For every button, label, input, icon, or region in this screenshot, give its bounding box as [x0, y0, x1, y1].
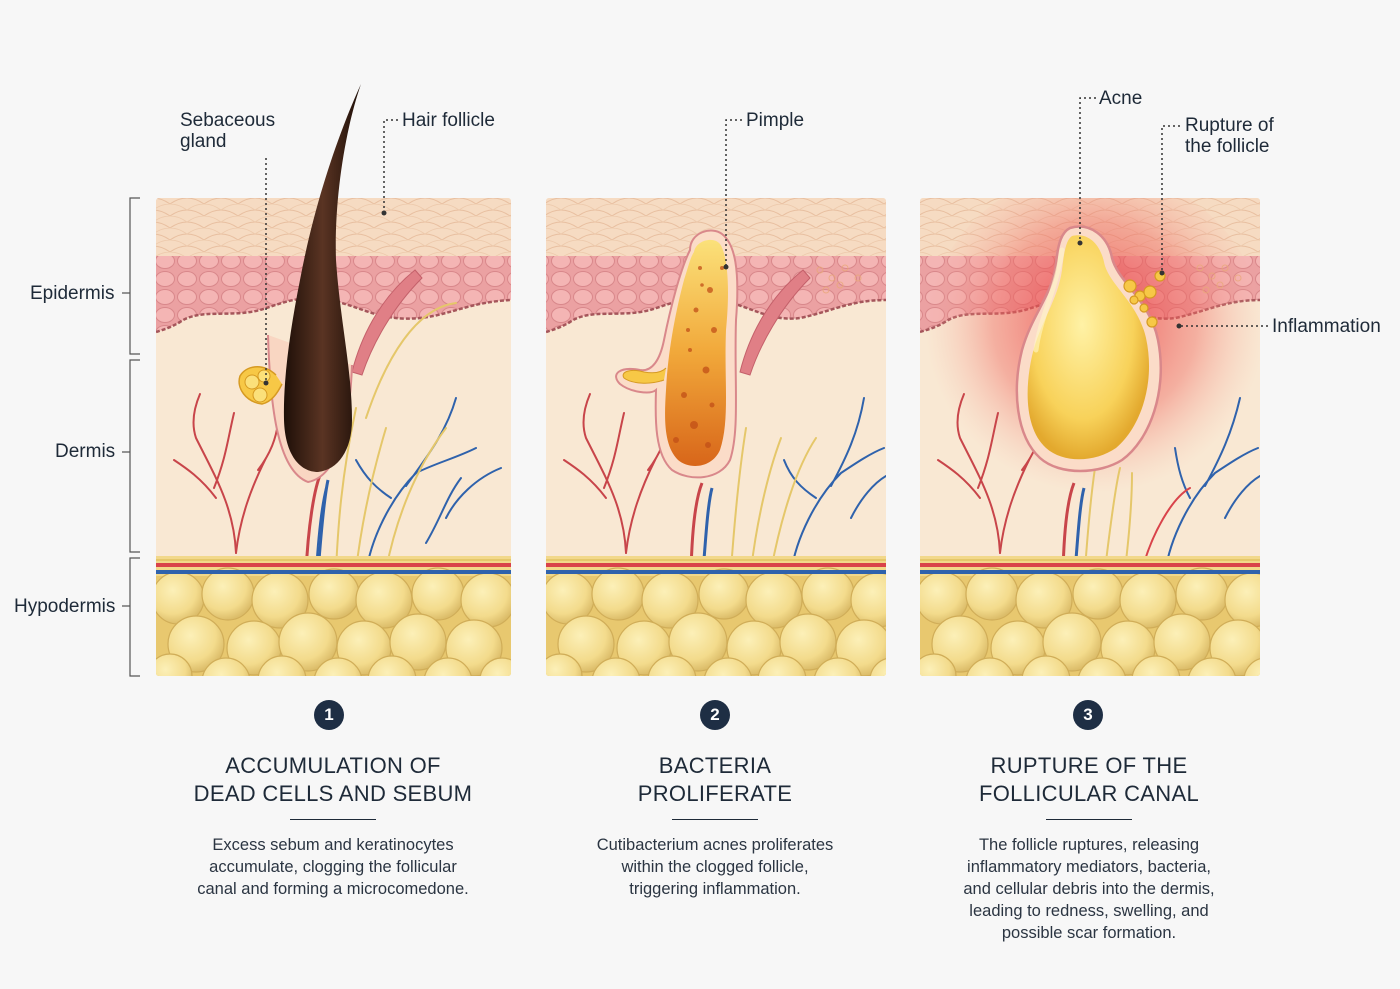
step-2-description: Cutibacterium acnes proliferates within … [596, 836, 834, 898]
panel-3-skin-cross-section [920, 198, 1260, 676]
step-1-description: Excess sebum and keratinocytes accumulat… [197, 836, 469, 898]
rupture-of-follicle-label: Rupture of the follicle [1185, 115, 1274, 157]
hypodermis-label: Hypodermis [14, 596, 116, 617]
hair-shaft [283, 84, 361, 472]
acne-cyst [1015, 225, 1162, 473]
pimple-follicle [615, 229, 739, 479]
sebaceous-gland-label: Sebaceous gland [180, 110, 276, 152]
epidermis-label: Epidermis [30, 283, 115, 304]
hair-follicle-label: Hair follicle [402, 110, 495, 131]
step-1-badge: 1 [314, 700, 344, 730]
sebaceous-gland [238, 366, 283, 405]
step-3-badge: 3 [1073, 700, 1103, 730]
step-1-title: ACCUMULATION OF DEAD CELLS AND SEBUM [193, 753, 473, 806]
rupture-debris [1123, 270, 1166, 328]
dermis-label: Dermis [55, 441, 116, 462]
step-3-divider [1046, 819, 1132, 820]
layer-brackets [122, 197, 140, 677]
step-3-description: The follicle ruptures, releasing inflamm… [963, 836, 1215, 942]
step-1-divider [290, 819, 376, 820]
pimple-label: Pimple [746, 110, 805, 131]
callout-leaders [263, 97, 1268, 386]
acne-label: Acne [1099, 88, 1143, 109]
step-2-title: BACTERIA PROLIFERATE [637, 753, 793, 806]
step-3-title: RUPTURE OF THE FOLLICULAR CANAL [979, 753, 1199, 806]
panel-2-skin-cross-section [546, 198, 886, 676]
step-2-divider [672, 819, 758, 820]
inflammation-label: Inflammation [1272, 316, 1381, 337]
step-2-badge: 2 [700, 700, 730, 730]
